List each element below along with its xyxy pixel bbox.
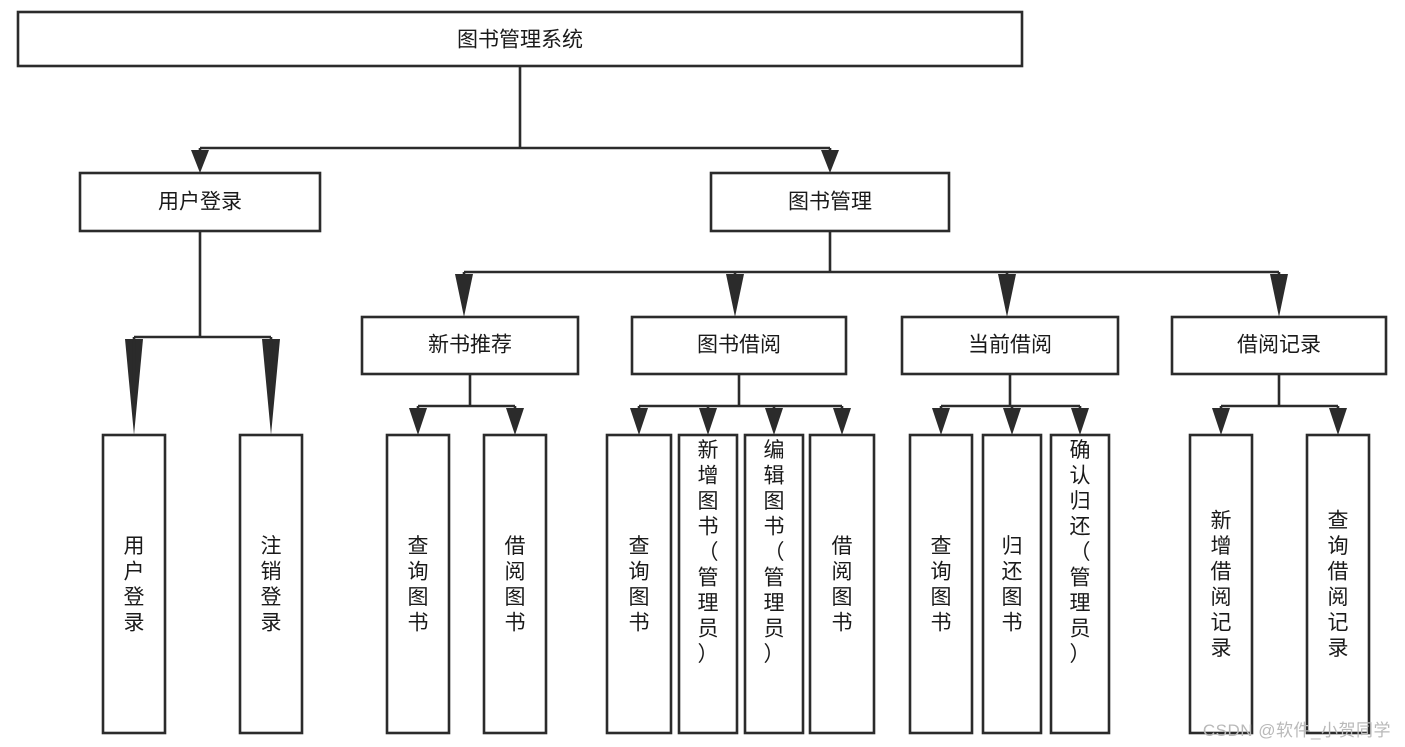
leaf-borrow-book-newbook-label: 借阅图书 [505,535,526,635]
arrow-head-leaf-edit-book [765,408,783,435]
leaf-edit-book-admin-box[interactable] [743,433,805,735]
arrow-head-leaf-add-record [1212,408,1230,435]
leaf-query-book-newbook-box[interactable] [385,433,451,735]
leaf-return-book-box[interactable] [981,433,1043,735]
arrow-head-user-login [191,150,209,173]
leaf-query-borrow-record-label: 查询借阅记录 [1328,510,1349,661]
node-borrow-record-box[interactable] [1170,315,1388,376]
node-borrow-record[interactable]: 借阅记录 [1170,315,1388,376]
node-book-management-box[interactable] [709,171,951,233]
leaf-user-login[interactable]: 用户登录 [101,433,167,735]
leaf-add-borrow-record-box[interactable] [1188,433,1254,735]
leaf-add-borrow-record-label: 新增借阅记录 [1211,510,1232,661]
leaf-query-book-newbook[interactable]: 查询图书 [385,433,451,735]
arrow-head-book-mgmt [821,150,839,173]
node-current-borrow-label: 当前借阅 [968,334,1052,357]
leaf-logout-box[interactable] [238,433,304,735]
watermark-text: CSDN @软件_小贺同学 [1202,721,1391,740]
leaf-query-book-current-box[interactable] [908,433,974,735]
node-book-borrow-label: 图书借阅 [697,334,781,357]
node-root-label: 图书管理系统 [457,29,583,52]
leaf-borrow-book-borrow[interactable]: 借阅图书 [808,433,876,735]
leaf-add-book-admin-label: 新增图书（管理员） [698,439,719,666]
arrow-head-borrow-record [1270,274,1288,317]
arrow-head-leaf-borrow-book-1 [506,408,524,435]
node-borrow-record-label: 借阅记录 [1237,334,1321,357]
leaf-query-borrow-record-box[interactable] [1305,433,1371,735]
leaf-logout-label: 注销登录 [261,535,282,635]
arrow-head-leaf-query-book-2 [630,408,648,435]
leaf-query-book-newbook-label: 查询图书 [408,535,429,635]
leaf-query-book-current-label: 查询图书 [931,535,952,635]
leaf-query-borrow-record[interactable]: 查询借阅记录 [1305,433,1371,735]
node-root[interactable]: 图书管理系统 [16,10,1024,68]
leaf-edit-book-admin[interactable]: 编辑图书（管理员） [743,433,805,735]
leaf-borrow-book-newbook[interactable]: 借阅图书 [482,433,548,735]
leaf-return-book-label: 归还图书 [1002,535,1023,635]
leaf-borrow-book-borrow-label: 借阅图书 [832,535,853,635]
leaf-add-book-admin[interactable]: 新增图书（管理员） [677,433,739,735]
connector-layer [125,66,1347,435]
leaf-query-book-borrow-label: 查询图书 [629,535,650,635]
node-user-login-label: 用户登录 [158,191,242,214]
node-new-book-recommend-box[interactable] [360,315,580,376]
node-new-book-recommend-label: 新书推荐 [428,334,512,357]
node-user-login-box[interactable] [78,171,322,233]
arrow-head-leaf-borrow-book-2 [833,408,851,435]
leaf-edit-book-admin-label: 编辑图书（管理员） [764,439,785,666]
arrow-head-leaf-return-book [1003,408,1021,435]
leaf-confirm-return-admin-box[interactable] [1049,433,1111,735]
node-current-borrow-box[interactable] [900,315,1120,376]
leaf-add-borrow-record[interactable]: 新增借阅记录 [1188,433,1254,735]
leaf-confirm-return-admin-label: 确认归还（管理员） [1070,439,1091,666]
node-book-borrow-box[interactable] [630,315,848,376]
arrow-head-current-borrow [998,274,1016,317]
node-user-login[interactable]: 用户登录 [78,171,322,233]
arrow-head-leaf-confirm-return [1071,408,1089,435]
leaf-borrow-book-newbook-box[interactable] [482,433,548,735]
arrow-head-leaf-query-book-3 [932,408,950,435]
node-book-management-label: 图书管理 [788,191,872,214]
leaf-user-login-box[interactable] [101,433,167,735]
node-current-borrow[interactable]: 当前借阅 [900,315,1120,376]
arrow-head-book-borrow [726,274,744,317]
node-new-book-recommend[interactable]: 新书推荐 [360,315,580,376]
leaf-logout[interactable]: 注销登录 [238,433,304,735]
arrow-head-leaf-query-record [1329,408,1347,435]
leaf-user-login-label: 用户登录 [124,535,145,635]
leaf-borrow-book-borrow-box[interactable] [808,433,876,735]
node-book-management[interactable]: 图书管理 [709,171,951,233]
leaf-confirm-return-admin[interactable]: 确认归还（管理员） [1049,433,1111,735]
node-book-borrow[interactable]: 图书借阅 [630,315,848,376]
leaf-add-book-admin-box[interactable] [677,433,739,735]
leaf-query-book-borrow-box[interactable] [605,433,673,735]
leaf-query-book-borrow[interactable]: 查询图书 [605,433,673,735]
arrow-head-leaf-query-book-1 [409,408,427,435]
arrow-head-new-book-rec [455,274,473,317]
leaf-query-book-current[interactable]: 查询图书 [908,433,974,735]
arrow-head-leaf-add-book [699,408,717,435]
node-root-box[interactable] [16,10,1024,68]
leaf-return-book[interactable]: 归还图书 [981,433,1043,735]
